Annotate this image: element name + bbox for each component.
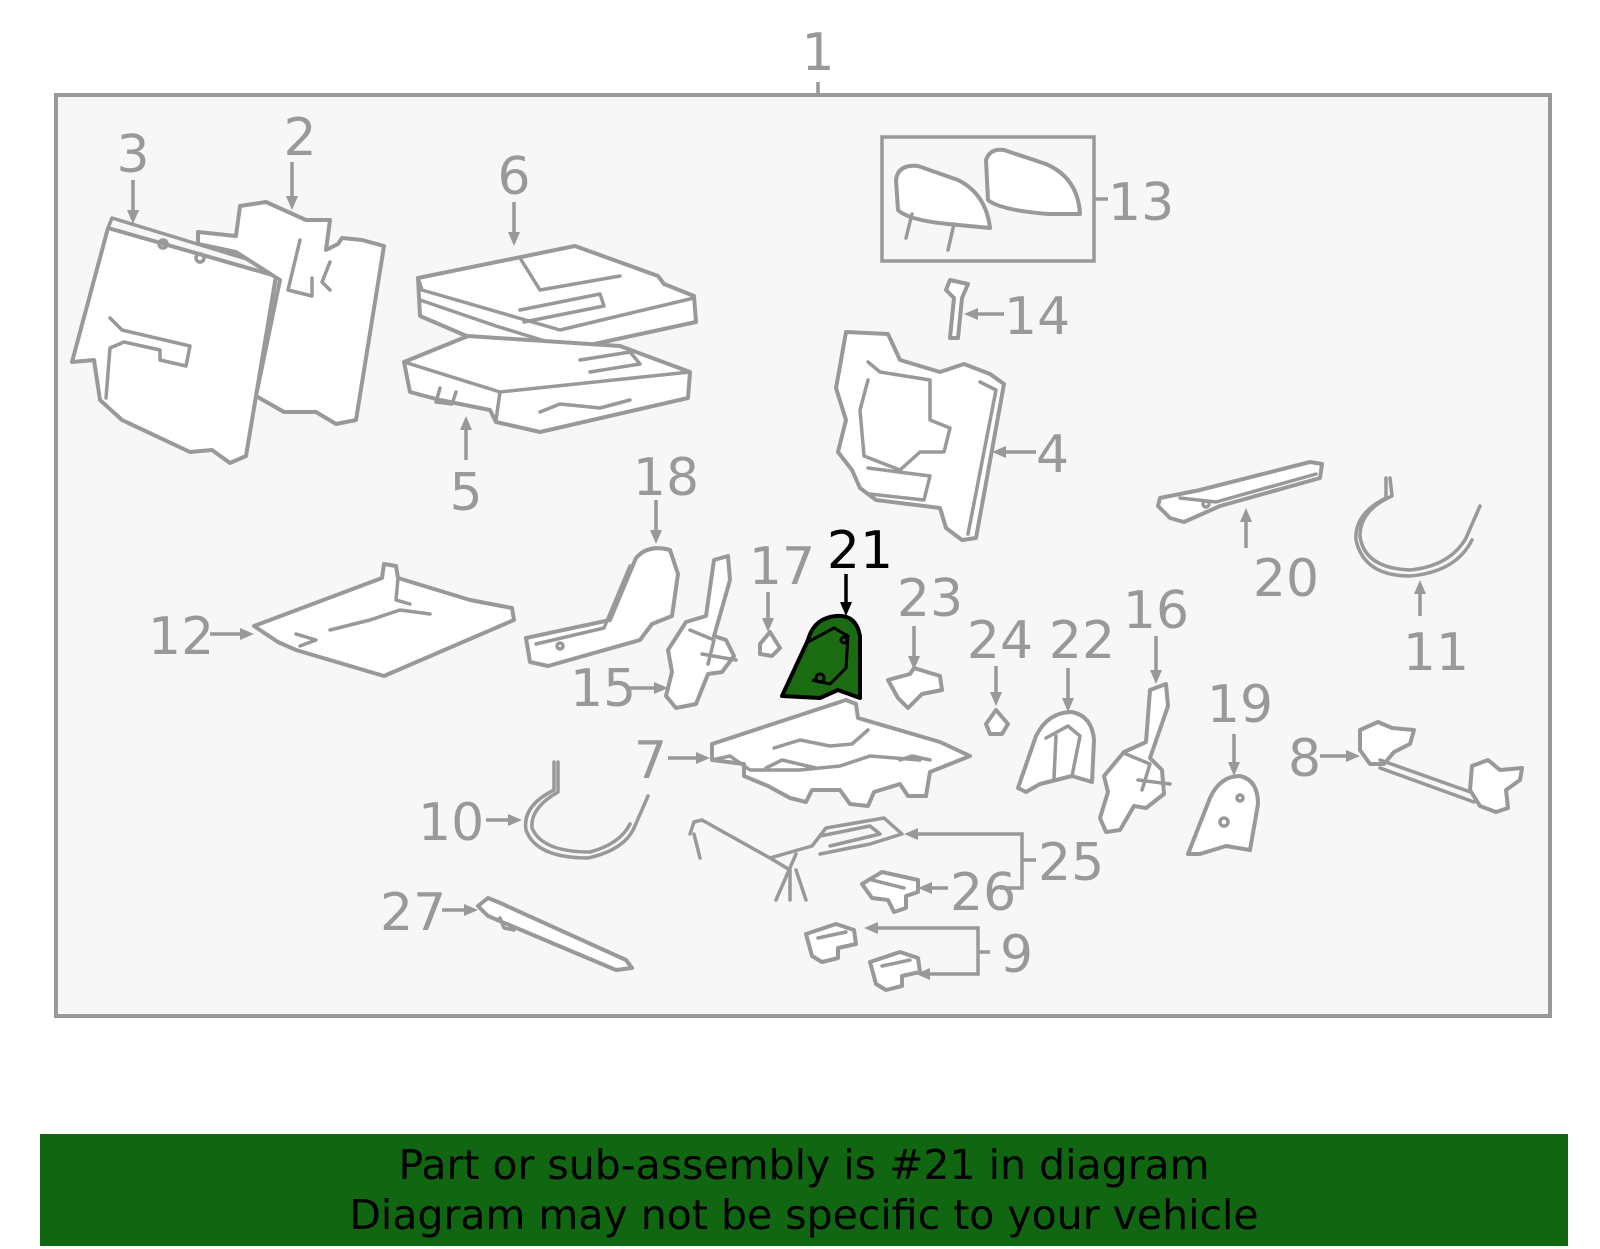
part-23-bracket[interactable] bbox=[886, 666, 944, 710]
part-9-connectors[interactable] bbox=[804, 922, 922, 992]
callout-5[interactable]: 5 bbox=[449, 463, 482, 523]
callout-1[interactable]: 1 bbox=[801, 23, 834, 83]
part-5-cushion-pad[interactable] bbox=[402, 334, 692, 434]
part-18-side-shield[interactable] bbox=[524, 546, 680, 668]
part-21-shield-highlighted[interactable] bbox=[780, 613, 862, 700]
part-7-seat-frame[interactable] bbox=[710, 698, 972, 808]
callout-17[interactable]: 17 bbox=[749, 537, 815, 597]
part-3-seat-back-cover[interactable] bbox=[70, 216, 278, 465]
callout-3[interactable]: 3 bbox=[116, 125, 149, 185]
callout-27[interactable]: 27 bbox=[380, 883, 446, 943]
callout-13[interactable]: 13 bbox=[1108, 173, 1174, 233]
part-12-seat-pan[interactable] bbox=[252, 562, 516, 678]
callout-24[interactable]: 24 bbox=[967, 611, 1033, 671]
callout-18[interactable]: 18 bbox=[633, 448, 699, 508]
part-13-headrests[interactable] bbox=[894, 147, 1082, 252]
callout-14[interactable]: 14 bbox=[1004, 287, 1070, 347]
callout-16[interactable]: 16 bbox=[1123, 581, 1189, 641]
part-25-wiring-harness[interactable] bbox=[688, 816, 904, 902]
callout-7[interactable]: 7 bbox=[634, 731, 667, 791]
callout-4[interactable]: 4 bbox=[1036, 425, 1069, 485]
banner-line-1: Part or sub-assembly is #21 in diagram bbox=[398, 1141, 1210, 1189]
callout-22[interactable]: 22 bbox=[1049, 611, 1115, 671]
info-banner: Part or sub-assembly is #21 in diagram D… bbox=[40, 1134, 1568, 1246]
part-8-adjuster-link[interactable] bbox=[1358, 720, 1524, 814]
callout-21[interactable]: 21 bbox=[827, 521, 893, 581]
part-26-connector[interactable] bbox=[860, 870, 920, 914]
callout-8[interactable]: 8 bbox=[1288, 729, 1321, 789]
callout-25[interactable]: 25 bbox=[1038, 833, 1104, 893]
part-15-recliner[interactable] bbox=[664, 554, 738, 710]
callout-10[interactable]: 10 bbox=[418, 793, 484, 853]
banner-line-2: Diagram may not be specific to your vehi… bbox=[349, 1191, 1259, 1239]
part-16-recliner-rh[interactable] bbox=[1098, 682, 1172, 834]
part-2-seat-back-frame[interactable] bbox=[196, 200, 386, 426]
part-17-clip[interactable] bbox=[758, 630, 782, 658]
part-14-headrest-guide[interactable] bbox=[944, 278, 970, 340]
callout-20[interactable]: 20 bbox=[1253, 549, 1319, 609]
part-19-shield[interactable] bbox=[1186, 774, 1260, 856]
callout-15[interactable]: 15 bbox=[570, 659, 636, 719]
callout-12[interactable]: 12 bbox=[148, 607, 214, 667]
part-22-shield[interactable] bbox=[1016, 710, 1096, 794]
callout-11[interactable]: 11 bbox=[1403, 623, 1469, 683]
banner-background bbox=[40, 1134, 1568, 1246]
part-11-cable[interactable] bbox=[1354, 476, 1482, 578]
part-10-cable[interactable] bbox=[523, 760, 650, 860]
part-24-clip[interactable] bbox=[984, 708, 1010, 736]
callout-6[interactable]: 6 bbox=[497, 147, 530, 207]
callout-23[interactable]: 23 bbox=[897, 569, 963, 629]
part-4-seat-back-frame-rh[interactable] bbox=[834, 330, 1006, 542]
part-20-trim-strip[interactable] bbox=[1156, 460, 1324, 524]
callout-26[interactable]: 26 bbox=[950, 863, 1016, 923]
part-27-trim-panel[interactable] bbox=[476, 896, 634, 972]
callout-9[interactable]: 9 bbox=[1000, 925, 1033, 985]
callout-2[interactable]: 2 bbox=[283, 108, 316, 168]
callout-19[interactable]: 19 bbox=[1207, 675, 1273, 735]
arrow-21 bbox=[840, 602, 852, 616]
